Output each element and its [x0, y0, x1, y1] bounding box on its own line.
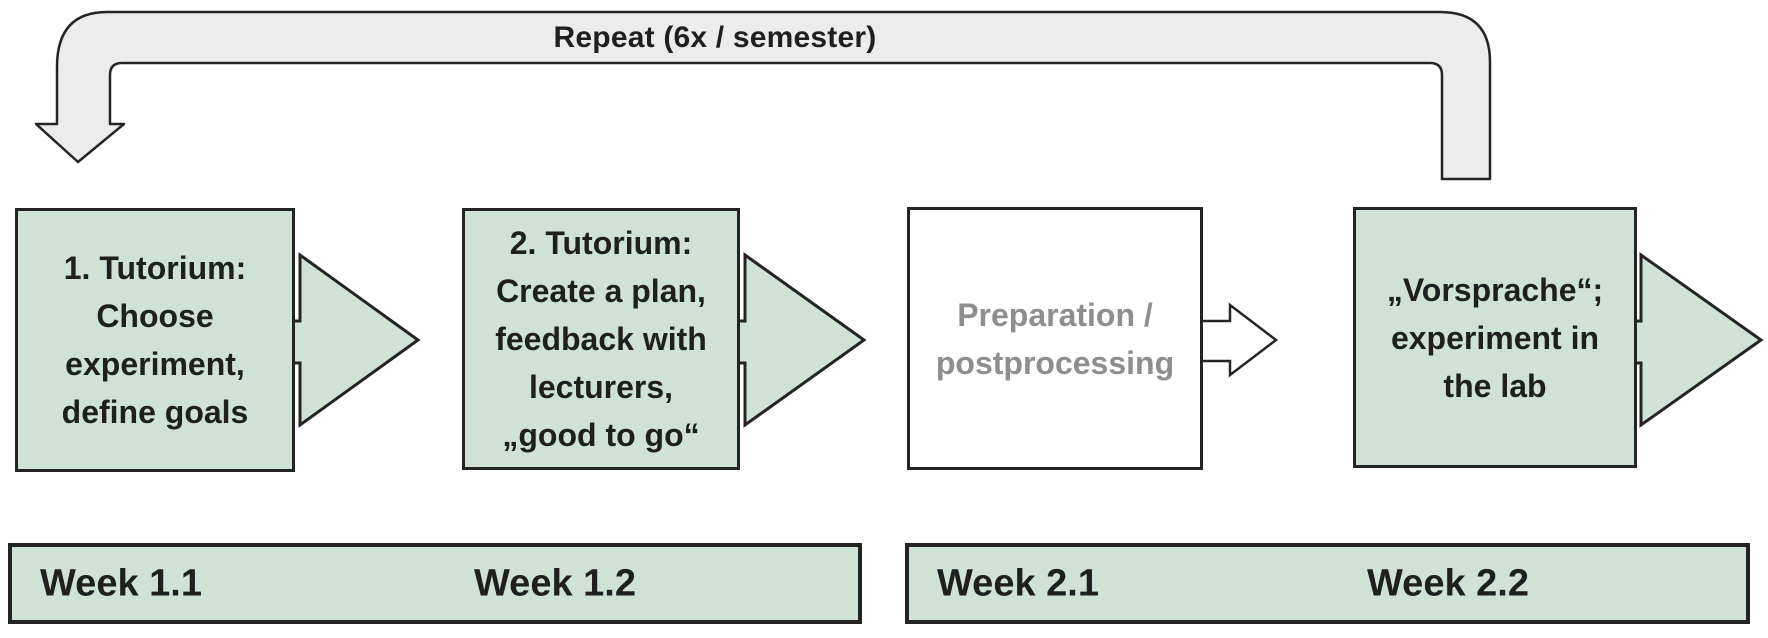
week-label: Week 2.1	[937, 562, 1099, 604]
repeat-label: Repeat (6x / semester)	[553, 21, 877, 54]
week-label: Week 1.2	[474, 562, 636, 604]
repeat-loop-arrow-icon	[34, 10, 1492, 181]
process-box-tutorium-1: 1. Tutorium: Choose experiment, define g…	[15, 208, 295, 472]
week-label: Week 1.1	[40, 562, 202, 604]
process-box-tutorium-2: 2. Tutorium: Create a plan, feedback wit…	[462, 208, 740, 470]
process-box-vorsprache: „Vorsprache“; experiment in the lab	[1353, 207, 1637, 468]
week-bar-2: Week 2.1 Week 2.2	[905, 543, 1750, 624]
week-label: Week 2.2	[1367, 562, 1529, 604]
process-box-preparation: Preparation / postprocessing	[907, 207, 1203, 470]
week-bar-1: Week 1.1 Week 1.2	[8, 543, 862, 624]
